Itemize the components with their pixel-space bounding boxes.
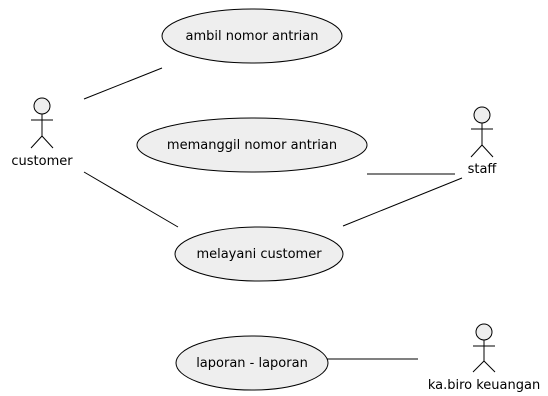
use-case-label: ambil nomor antrian [186, 29, 319, 44]
use-case-laporan-laporan: laporan - laporan [175, 335, 329, 391]
association-customer-melayani [83, 171, 179, 228]
actor-ka-biro-keuangan: ka.biro keuangan [428, 323, 540, 393]
actor-customer: customer [11, 97, 73, 169]
association-staff-melayani [342, 177, 463, 227]
association-customer-ambil [83, 67, 163, 100]
actor-label: staff [468, 162, 498, 177]
use-case-melayani-customer: melayani customer [174, 226, 344, 282]
actor-label: ka.biro keuangan [428, 378, 540, 393]
use-case-label: memanggil nomor antrian [167, 138, 337, 153]
actor-figure-icon [470, 106, 494, 158]
actor-staff: staff [468, 106, 498, 177]
use-case-label: laporan - laporan [196, 356, 308, 371]
actor-label: customer [11, 154, 73, 169]
use-case-ambil-nomor-antrian: ambil nomor antrian [161, 8, 343, 64]
actor-figure-icon [472, 323, 496, 373]
use-case-memanggil-nomor-antrian: memanggil nomor antrian [136, 117, 368, 173]
use-case-label: melayani customer [196, 247, 322, 262]
actor-figure-icon [30, 97, 54, 149]
